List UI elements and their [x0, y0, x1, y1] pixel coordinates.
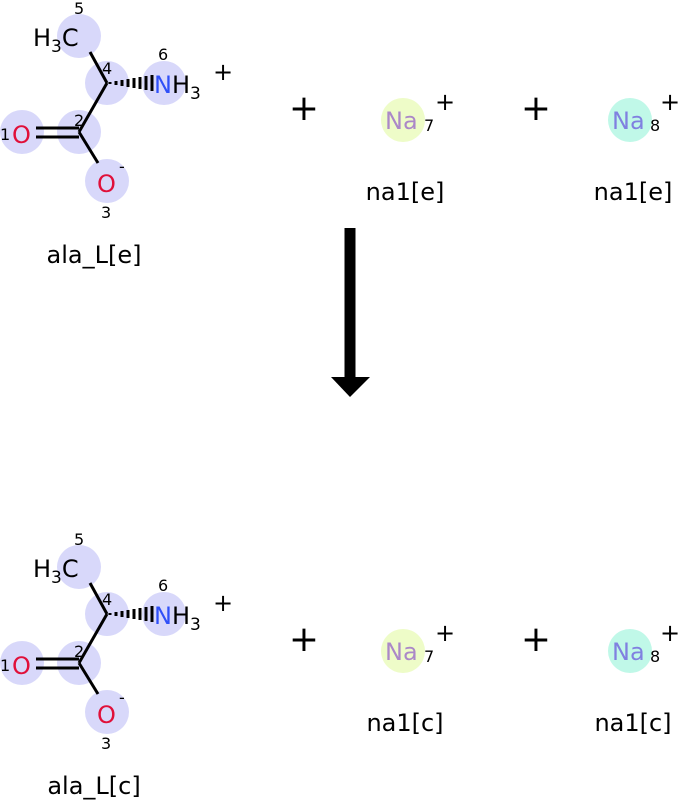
atom-number: 2 [74, 642, 84, 661]
atom-number: 6 [158, 45, 168, 64]
sodium-ion-7: Na 7 + na1[e] [366, 88, 455, 206]
oxygen-label: O [12, 652, 31, 680]
atom-highlights [0, 14, 186, 203]
alanine-molecule: H3C NH3 + O O - 1 2 3 4 5 6 ala_L[c] [0, 530, 233, 800]
atom-number: 1 [0, 125, 10, 144]
metabolite-name: na1[c] [594, 709, 671, 737]
sodium-ion-7: Na 7 + na1[c] [366, 619, 455, 737]
atom-number: 2 [74, 111, 84, 130]
metabolite-name: na1[e] [594, 178, 673, 206]
ammonium-label: NH3 [154, 602, 201, 635]
product-side: H3C NH3 + O O - 1 2 3 4 5 6 ala_L[c] + N… [0, 530, 679, 800]
sodium-ion-8: Na 8 + na1[c] [594, 619, 679, 737]
plus-sign: + [521, 619, 551, 660]
oxygen-label: O [12, 121, 31, 149]
oxygen-label: O [97, 701, 116, 729]
methyl-label: H3C [33, 555, 79, 588]
atom-number: 8 [650, 116, 660, 135]
ammonium-label: NH3 [154, 71, 201, 104]
metabolite-name: na1[e] [366, 178, 445, 206]
metabolite-name: na1[c] [366, 709, 443, 737]
positive-charge: + [435, 88, 455, 116]
negative-charge: - [119, 157, 125, 176]
reaction-arrow [331, 228, 370, 397]
plus-sign: + [289, 88, 319, 129]
methyl-label: H3C [33, 24, 79, 57]
plus-sign: + [289, 619, 319, 660]
oxygen-label: O [97, 170, 116, 198]
metabolite-name: ala_L[c] [47, 772, 140, 800]
atom-number: 3 [101, 734, 111, 753]
alanine-molecule: H3C NH3 + O O - 1 2 3 4 5 6 ala_L[e] [0, 0, 233, 269]
atom-number: 6 [158, 576, 168, 595]
positive-charge: + [660, 88, 679, 116]
hashed-wedge-bond [108, 75, 154, 91]
positive-charge: + [435, 619, 455, 647]
sodium-symbol: Na [385, 107, 418, 135]
hashed-wedge-bond [108, 606, 154, 622]
atom-number: 8 [650, 647, 660, 666]
sodium-ion-8: Na 8 + na1[e] [594, 88, 679, 206]
sodium-symbol: Na [612, 107, 645, 135]
bonds [36, 582, 109, 695]
sodium-symbol: Na [385, 638, 418, 666]
atom-number: 4 [102, 59, 112, 78]
reactant-side: H3C NH3 + O O - 1 2 3 4 5 6 ala_L[e] + N… [0, 0, 679, 269]
positive-charge: + [213, 589, 233, 617]
atom-number: 1 [0, 656, 10, 675]
atom-number: 3 [101, 203, 111, 222]
negative-charge: - [119, 688, 125, 707]
atom-number: 7 [424, 647, 434, 666]
positive-charge: + [213, 58, 233, 86]
atom-number: 5 [74, 0, 84, 18]
plus-sign: + [521, 88, 551, 129]
positive-charge: + [660, 619, 679, 647]
atom-number: 4 [102, 590, 112, 609]
metabolite-name: ala_L[e] [47, 241, 142, 269]
atom-number: 5 [74, 530, 84, 549]
atom-number: 7 [424, 116, 434, 135]
sodium-symbol: Na [612, 638, 645, 666]
bonds [36, 51, 109, 164]
